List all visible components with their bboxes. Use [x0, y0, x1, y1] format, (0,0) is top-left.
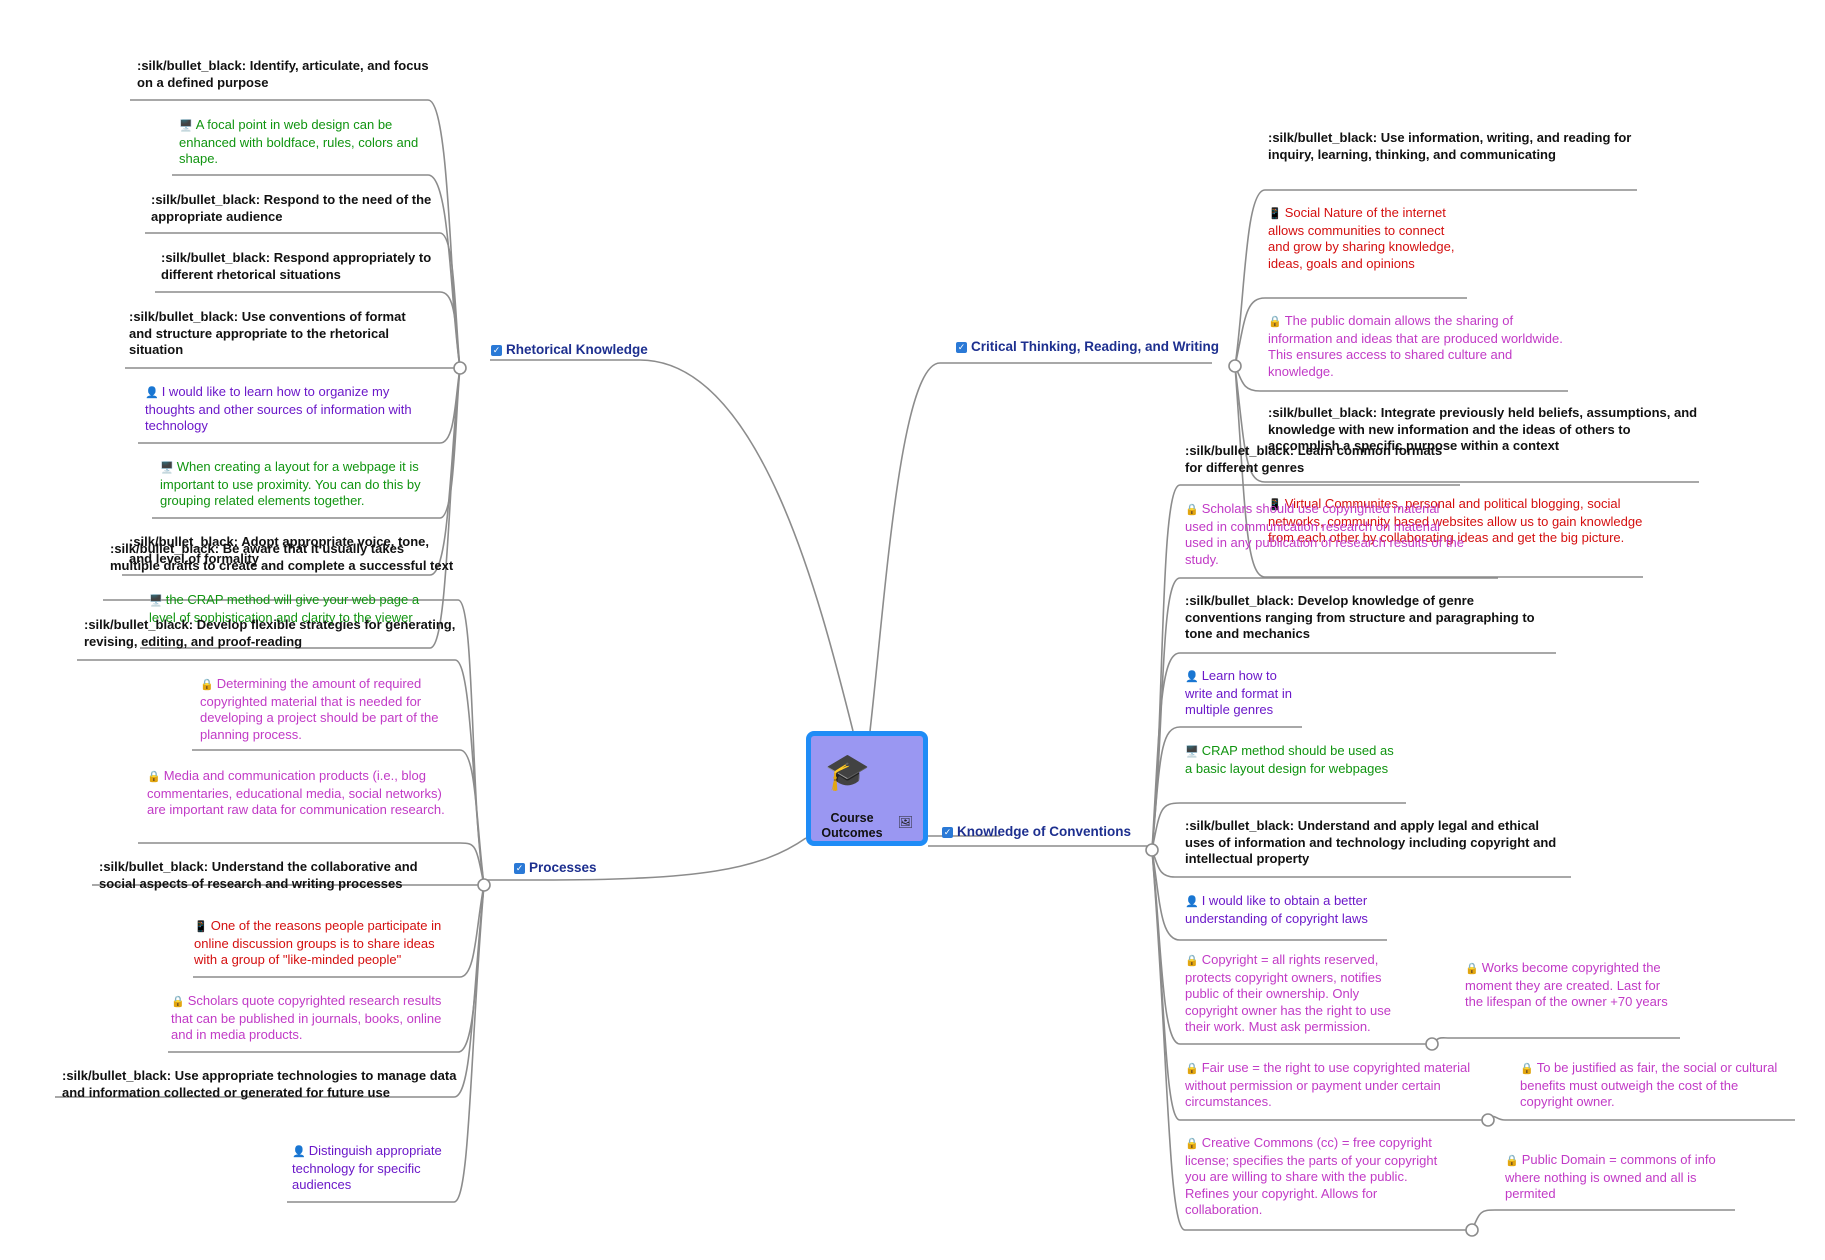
topic-node[interactable]: :silk/bullet_black: Learn common formats… — [1185, 443, 1443, 475]
topic-node[interactable]: :silk/bullet_black: Develop flexible str… — [84, 617, 456, 649]
note-node[interactable]: 🔒Creative Commons (cc) = free copyright … — [1185, 1135, 1438, 1217]
topic-node[interactable]: :silk/bullet_black: Respond appropriatel… — [161, 250, 432, 282]
checkbox-icon[interactable]: ✓ — [942, 827, 953, 838]
note-node[interactable]: 🔒To be justified as fair, the social or … — [1520, 1060, 1778, 1109]
topic-node[interactable]: :silk/bullet_black: Integrate previously… — [1268, 405, 1698, 453]
lock-icon: 🔒 — [1185, 1063, 1199, 1075]
lock-icon: 🔒 — [171, 996, 185, 1008]
topic-node[interactable]: :silk/bullet_black: Use appropriate tech… — [62, 1068, 457, 1100]
lock-icon: 🔒 — [200, 679, 214, 691]
checkbox-icon[interactable]: ✓ — [956, 342, 967, 353]
branch-rhetorical-knowledge[interactable]: ✓Rhetorical Knowledge — [491, 342, 648, 357]
graduation-cap-icon: 🎓 — [825, 751, 870, 792]
note-node[interactable]: 🖥️A focal point in web design can be enh… — [179, 117, 419, 166]
lock-icon: 🔒 — [1465, 963, 1479, 975]
lock-icon: 🔒 — [1268, 316, 1282, 328]
lock-icon: 🔒 — [1505, 1155, 1519, 1167]
note-node[interactable]: 🖥️the CRAP method will give your web pag… — [149, 592, 420, 625]
note-node[interactable]: 🔒Determining the amount of required copy… — [200, 676, 439, 742]
note-node[interactable]: 🔒Copyright = all rights reserved, protec… — [1185, 952, 1391, 1034]
note-node[interactable]: 📱Virtual Communites, personal and politi… — [1268, 496, 1643, 545]
lock-icon: 🔒 — [1185, 504, 1199, 516]
note-node[interactable]: 🔒Fair use = the right to use copyrighted… — [1185, 1060, 1471, 1109]
note-node[interactable]: 🔒Works become copyrighted the moment the… — [1465, 960, 1668, 1009]
note-node[interactable]: 👤I would like to learn how to organize m… — [145, 384, 412, 433]
topic-node[interactable]: :silk/bullet_black: Develop knowledge of… — [1185, 593, 1535, 641]
checkbox-icon[interactable]: ✓ — [491, 345, 502, 356]
monitor-icon: 🖥️ — [160, 462, 174, 474]
lock-icon: 🔒 — [1185, 955, 1199, 967]
phone-icon: 📱 — [1268, 208, 1282, 220]
note-node[interactable]: 🖥️When creating a layout for a webpage i… — [160, 459, 421, 508]
phone-icon: 📱 — [194, 921, 208, 933]
lock-icon: 🔒 — [1185, 1138, 1199, 1150]
topic-node[interactable]: :silk/bullet_black: Understand the colla… — [99, 859, 418, 891]
note-node[interactable]: 📱One of the reasons people participate i… — [194, 918, 442, 967]
person-icon: 👤 — [1185, 896, 1199, 908]
note-node[interactable]: 👤Learn how to write and format in multip… — [1185, 668, 1292, 717]
checkbox-icon[interactable]: ✓ — [514, 863, 525, 874]
note-node[interactable]: 🔒Public Domain = commons of info where n… — [1505, 1152, 1716, 1201]
branch-critical-thinking[interactable]: ✓Critical Thinking, Reading, and Writing — [956, 339, 1220, 354]
note-node[interactable]: 👤Distinguish appropriate technology for … — [292, 1143, 442, 1192]
topic-node[interactable]: :silk/bullet_black: Be aware that it usu… — [110, 541, 454, 573]
topic-node[interactable]: :silk/bullet_black: Use conventions of f… — [129, 309, 406, 357]
note-node[interactable]: 🔒The public domain allows the sharing of… — [1268, 313, 1563, 379]
note-node[interactable]: 🔒Scholars quote copyrighted research res… — [171, 993, 442, 1042]
topic-node[interactable]: :silk/bullet_black: Adopt appropriate vo… — [129, 534, 430, 566]
topic-node[interactable]: :silk/bullet_black: Use information, wri… — [1268, 130, 1632, 162]
note-node[interactable]: 🔒Scholars should use copyrighted materia… — [1185, 501, 1464, 567]
note-node[interactable]: 📱Social Nature of the internet allows co… — [1268, 205, 1455, 271]
person-icon: 👤 — [145, 387, 159, 399]
monitor-icon: 🖥️ — [1185, 746, 1199, 758]
image-icon[interactable]: 🖼 — [897, 815, 913, 829]
phone-icon: 📱 — [1268, 499, 1282, 511]
person-icon: 👤 — [1185, 671, 1199, 683]
topic-node[interactable]: :silk/bullet_black: Respond to the need … — [151, 192, 432, 224]
branch-knowledge-of-conventions[interactable]: ✓Knowledge of Conventions — [942, 824, 1131, 839]
note-node[interactable]: 👤I would like to obtain a better underst… — [1185, 893, 1368, 926]
branch-processes[interactable]: ✓Processes — [514, 860, 597, 875]
note-node[interactable]: 🖥️CRAP method should be used as a basic … — [1185, 743, 1394, 776]
topic-node[interactable]: :silk/bullet_black: Identify, articulate… — [137, 58, 429, 90]
person-icon: 👤 — [292, 1146, 306, 1158]
topic-node[interactable]: :silk/bullet_black: Understand and apply… — [1185, 818, 1557, 866]
note-node[interactable]: 🔒Media and communication products (i.e.,… — [147, 768, 445, 817]
lock-icon: 🔒 — [1520, 1063, 1534, 1075]
lock-icon: 🔒 — [147, 771, 161, 783]
monitor-icon: 🖥️ — [179, 120, 193, 132]
monitor-icon: 🖥️ — [149, 595, 163, 607]
